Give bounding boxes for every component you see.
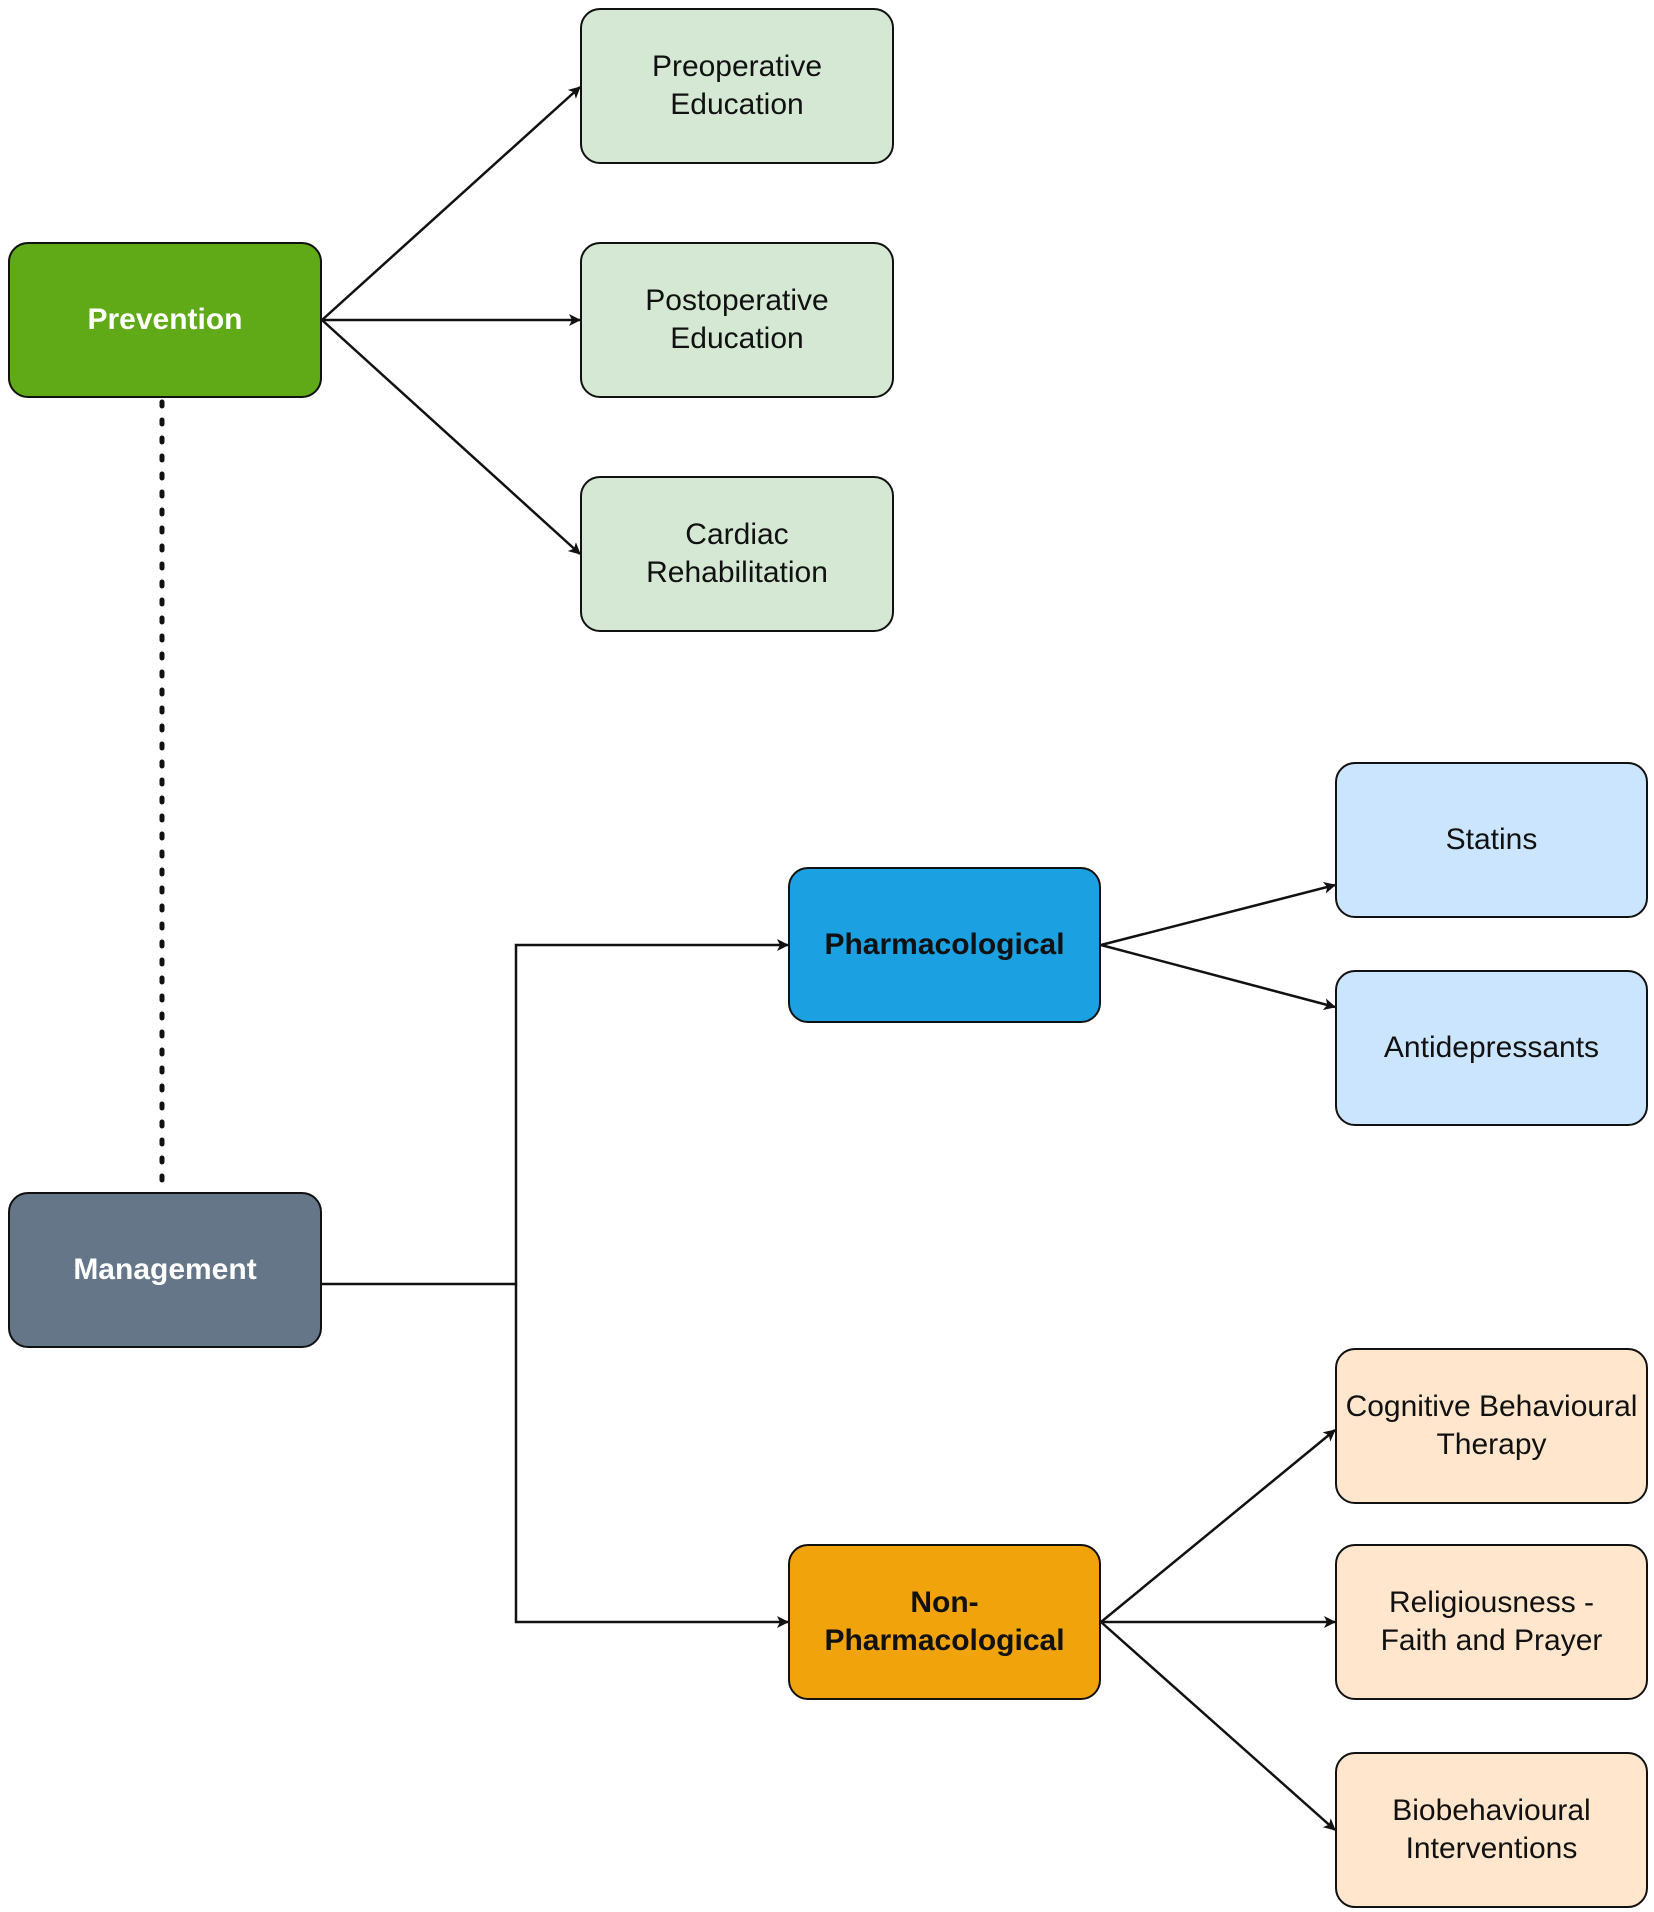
node-management: Management [8, 1192, 322, 1348]
node-prevention-label: Prevention [87, 303, 243, 336]
node-pharmacological: Pharmacological [788, 867, 1101, 1023]
node-non-pharmacological: Non-Pharmacological [788, 1544, 1101, 1700]
edge-prevention-preop [321, 86, 581, 321]
node-prevention: Prevention [8, 242, 322, 398]
node-non-pharmacological-label: Non-Pharmacological [824, 1586, 1065, 1657]
edge-pharmacological-statins [1100, 881, 1336, 947]
edge-management-nonpharmacological [514, 1284, 789, 1628]
node-religiousness: Religiousness -Faith and Prayer [1335, 1544, 1648, 1700]
node-management-label: Management [73, 1253, 257, 1286]
node-statins-label: Statins [1445, 823, 1538, 856]
edge-pharmacological-antidepressants [1100, 943, 1336, 1010]
edge-nonpharmacological-biobehavioural [1100, 1621, 1336, 1831]
node-pharmacological-label: Pharmacological [824, 928, 1065, 961]
node-statins: Statins [1335, 762, 1648, 918]
edge-management-pharmacological [322, 939, 789, 1286]
edge-nonpharmacological-cbt [1100, 1429, 1336, 1623]
node-religiousness-label: Religiousness -Faith and Prayer [1380, 1586, 1603, 1657]
node-antidepressants-label: Antidepressants [1383, 1031, 1600, 1064]
node-antidepressants: Antidepressants [1335, 970, 1648, 1126]
edge-prevention-cardiac [321, 319, 581, 555]
